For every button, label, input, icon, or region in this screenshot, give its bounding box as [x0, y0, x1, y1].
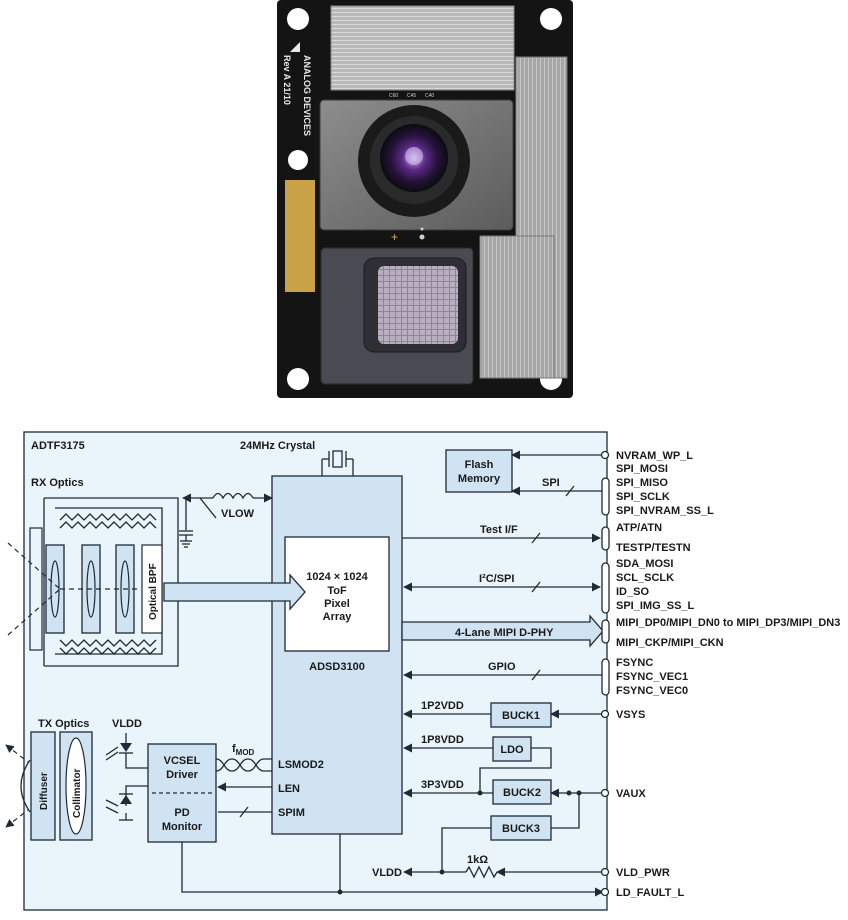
diffuser-block	[30, 731, 56, 841]
component-label: C45	[407, 93, 416, 99]
silkscreen-brand: ANALOG DEVICES	[302, 55, 312, 136]
signal-nvram-wp: NVRAM_WP_L	[616, 450, 693, 462]
signal-labels: NVRAM_WP_L SPI_MOSI SPI_MISO SPI_SCLK SP…	[616, 450, 840, 899]
svg-text:Memory: Memory	[458, 473, 501, 485]
fmod-label: fMOD	[232, 743, 255, 757]
right-lower-shield-can	[479, 235, 555, 379]
signal-fsync: FSYNC	[616, 657, 653, 669]
svg-text:Array: Array	[323, 611, 353, 623]
buck2-block	[492, 779, 552, 805]
svg-text:Monitor: Monitor	[162, 821, 203, 833]
component-label: C60	[389, 93, 398, 99]
rail-1p2: 1P2VDD	[421, 700, 464, 712]
signal-ld-fault: LD_FAULT_L	[616, 887, 685, 899]
signal-fsync-vec1: FSYNC_VEC1	[616, 671, 688, 683]
signal-mipi-ck: MIPI_CKP/MIPI_CKN	[616, 637, 724, 649]
signal-vld-pwr: VLD_PWR	[616, 867, 670, 879]
svg-text:Diffuser: Diffuser	[39, 772, 50, 810]
mounting-hole-icon	[287, 368, 309, 390]
adsd3100-block	[271, 475, 403, 835]
component-label: C40	[425, 93, 434, 99]
svg-text:BUCK1: BUCK1	[502, 710, 540, 722]
mounting-hole-icon	[288, 150, 308, 170]
crystal-label: 24MHz Crystal	[240, 440, 315, 452]
emission-arc	[20, 759, 31, 813]
signal-spi-nvram-ss: SPI_NVRAM_SS_L	[616, 505, 714, 517]
mounting-hole-icon	[287, 8, 309, 30]
rail-1p8: 1P8VDD	[421, 734, 464, 746]
signal-spi-mosi: SPI_MOSI	[616, 463, 668, 475]
signal-fsync-vec0: FSYNC_VEC0	[616, 685, 688, 697]
mipi-bus-arrow	[401, 614, 604, 648]
vlow-circuit: VLOW	[179, 492, 273, 548]
signal-scl-sclk: SCL_SCLK	[616, 572, 674, 584]
resistor-label: 1kΩ	[467, 854, 488, 866]
svg-text:Pixel: Pixel	[324, 598, 350, 610]
signal-atp-atn: ATP/ATN	[616, 522, 662, 534]
svg-text:1024 × 1024: 1024 × 1024	[306, 571, 368, 583]
lsmod2-pin: LSMOD2	[278, 759, 324, 771]
resistor-icon	[465, 865, 498, 879]
vldd-top-label: VLDD	[112, 718, 142, 730]
gpio-label: GPIO	[488, 661, 516, 673]
spim-pin: SPIM	[278, 807, 305, 819]
vlow-label: VLOW	[221, 508, 255, 520]
mipi-label: 4-Lane MIPI D-PHY	[455, 627, 554, 639]
buck3-block	[490, 815, 552, 841]
svg-text:BUCK2: BUCK2	[503, 787, 541, 799]
module-label: ADTF3175	[31, 440, 85, 452]
spi-label: SPI	[542, 477, 560, 489]
signal-spi-sclk: SPI_SCLK	[616, 491, 670, 503]
i2c-spi-label: I²C/SPI	[479, 573, 514, 585]
optical-bpf-label: Optical BPF	[148, 563, 159, 620]
vcsel-diode-icon	[105, 733, 148, 769]
svg-text:PD: PD	[174, 807, 189, 819]
signal-spi-miso: SPI_MISO	[616, 477, 668, 489]
photodiode-icon	[105, 785, 148, 821]
diffuser-window	[378, 266, 458, 344]
signal-id-so: ID_SO	[616, 586, 649, 598]
rx-optics-assembly: Optical BPF	[7, 497, 179, 667]
silkscreen-logo	[290, 42, 300, 52]
crystal-icon	[321, 450, 354, 476]
tx-optics-label: TX Optics	[38, 718, 89, 730]
silkscreen-rev: Rev A 21/10	[282, 55, 292, 105]
block-diagram: ADTF3175 24MHz Crystal 1024 × 1024 ToF P…	[5, 431, 840, 911]
test-if-label: Test I/F	[480, 524, 518, 536]
sensor-label: ADSD3100	[309, 661, 365, 673]
buck1-block	[490, 702, 552, 728]
vldd-bottom-label: VLDD	[372, 867, 402, 879]
rx-optics-label: RX Optics	[31, 477, 84, 489]
ldo-block	[492, 736, 532, 762]
signal-mipi-dp: MIPI_DP0/MIPI_DN0 to MIPI_DP3/MIPI_DN3	[616, 617, 840, 629]
svg-text:ToF: ToF	[327, 585, 347, 597]
rail-3p3: 3P3VDD	[421, 779, 464, 791]
connector-group	[600, 450, 610, 897]
light-path-arrow	[163, 573, 306, 611]
mounting-hole-icon	[540, 8, 562, 30]
pcb-photo: ANALOG DEVICES Rev A 21/10 C60 C45 C40 +	[277, 0, 573, 398]
svg-text:Flash: Flash	[465, 459, 494, 471]
signal-testp-testn: TESTP/TESTN	[616, 542, 691, 554]
gold-contact-pad	[285, 180, 315, 292]
optical-bpf	[141, 544, 163, 634]
len-pin: LEN	[278, 783, 300, 795]
svg-text:VCSEL: VCSEL	[164, 755, 201, 767]
signal-spi-img-ss: SPI_IMG_SS_L	[616, 600, 695, 612]
svg-text:+: +	[391, 230, 398, 244]
signal-vsys: VSYS	[616, 709, 645, 721]
svg-text:LDO: LDO	[500, 744, 524, 756]
flash-memory-block	[445, 449, 513, 493]
top-shield-can	[330, 5, 515, 91]
svg-text:Driver: Driver	[166, 769, 199, 781]
svg-text:Collimator: Collimator	[72, 768, 83, 818]
signal-sda-mosi: SDA_MOSI	[616, 558, 673, 570]
signal-vaux: VAUX	[616, 788, 646, 800]
svg-text:BUCK3: BUCK3	[502, 823, 540, 835]
